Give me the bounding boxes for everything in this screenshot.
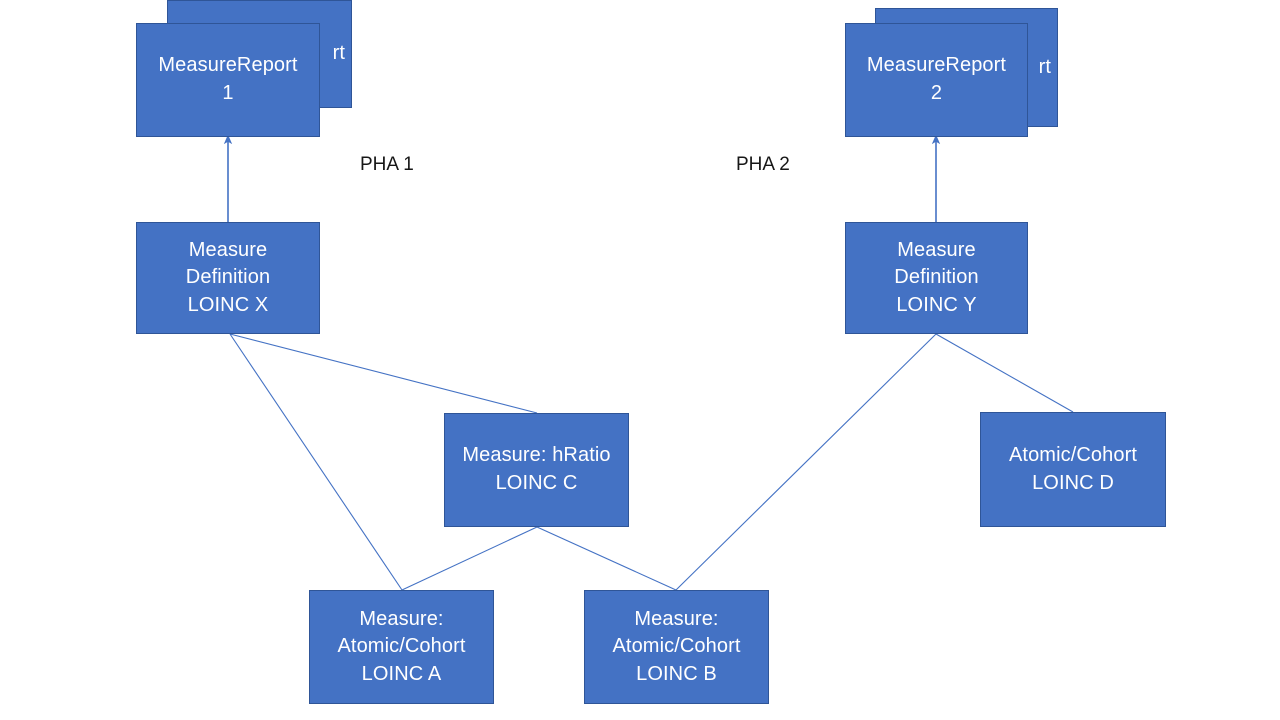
measure-report-2-front-label: MeasureReport 2 bbox=[866, 54, 1007, 104]
measure-report-1-front-label: MeasureReport 1 bbox=[158, 54, 298, 104]
measure-atomic-cohort-loinc-b-label: Measure: Atomic/Cohort LOINC B bbox=[612, 607, 741, 685]
edge-definition-x-to-hratio-c bbox=[229, 333, 538, 414]
pha-1-label: PHA 1 bbox=[360, 154, 414, 175]
atomic-cohort-loinc-d-label: Atomic/Cohort LOINC D bbox=[1008, 443, 1137, 494]
measure-definition-loinc-x-label: Measure Definition LOINC X bbox=[185, 238, 271, 316]
measure-definition-loinc-y-label: Measure Definition LOINC Y bbox=[894, 238, 979, 316]
measure-atomic-cohort-loinc-b[interactable]: Measure: Atomic/Cohort LOINC B bbox=[584, 590, 769, 704]
measure-report-2-back-label: rt bbox=[1038, 55, 1051, 78]
measure-report-2-front[interactable]: MeasureReport 2 bbox=[845, 23, 1028, 137]
measure-report-1-back-label: rt bbox=[332, 42, 345, 65]
measure-report-1-front[interactable]: MeasureReport 1 bbox=[136, 23, 320, 137]
measure-atomic-cohort-loinc-a[interactable]: Measure: Atomic/Cohort LOINC A bbox=[309, 590, 494, 704]
measure-atomic-cohort-loinc-a-label: Measure: Atomic/Cohort LOINC A bbox=[337, 607, 466, 685]
measure-definition-loinc-x[interactable]: Measure Definition LOINC X bbox=[136, 222, 320, 334]
pha-2-label: PHA 2 bbox=[736, 154, 790, 175]
edge-definition-x-to-loinc-a bbox=[229, 333, 403, 591]
atomic-cohort-loinc-d[interactable]: Atomic/Cohort LOINC D bbox=[980, 412, 1166, 527]
edge-definition-y-to-loinc-d bbox=[935, 333, 1074, 413]
edge-hratio-c-to-loinc-a bbox=[401, 526, 538, 591]
edge-definition-y-to-loinc-b bbox=[675, 333, 937, 591]
measure-definition-loinc-y[interactable]: Measure Definition LOINC Y bbox=[845, 222, 1028, 334]
measure-hratio-loinc-c-label: Measure: hRatio LOINC C bbox=[462, 444, 611, 494]
edge-hratio-c-to-loinc-b bbox=[536, 526, 677, 591]
measure-hratio-loinc-c[interactable]: Measure: hRatio LOINC C bbox=[444, 413, 629, 527]
